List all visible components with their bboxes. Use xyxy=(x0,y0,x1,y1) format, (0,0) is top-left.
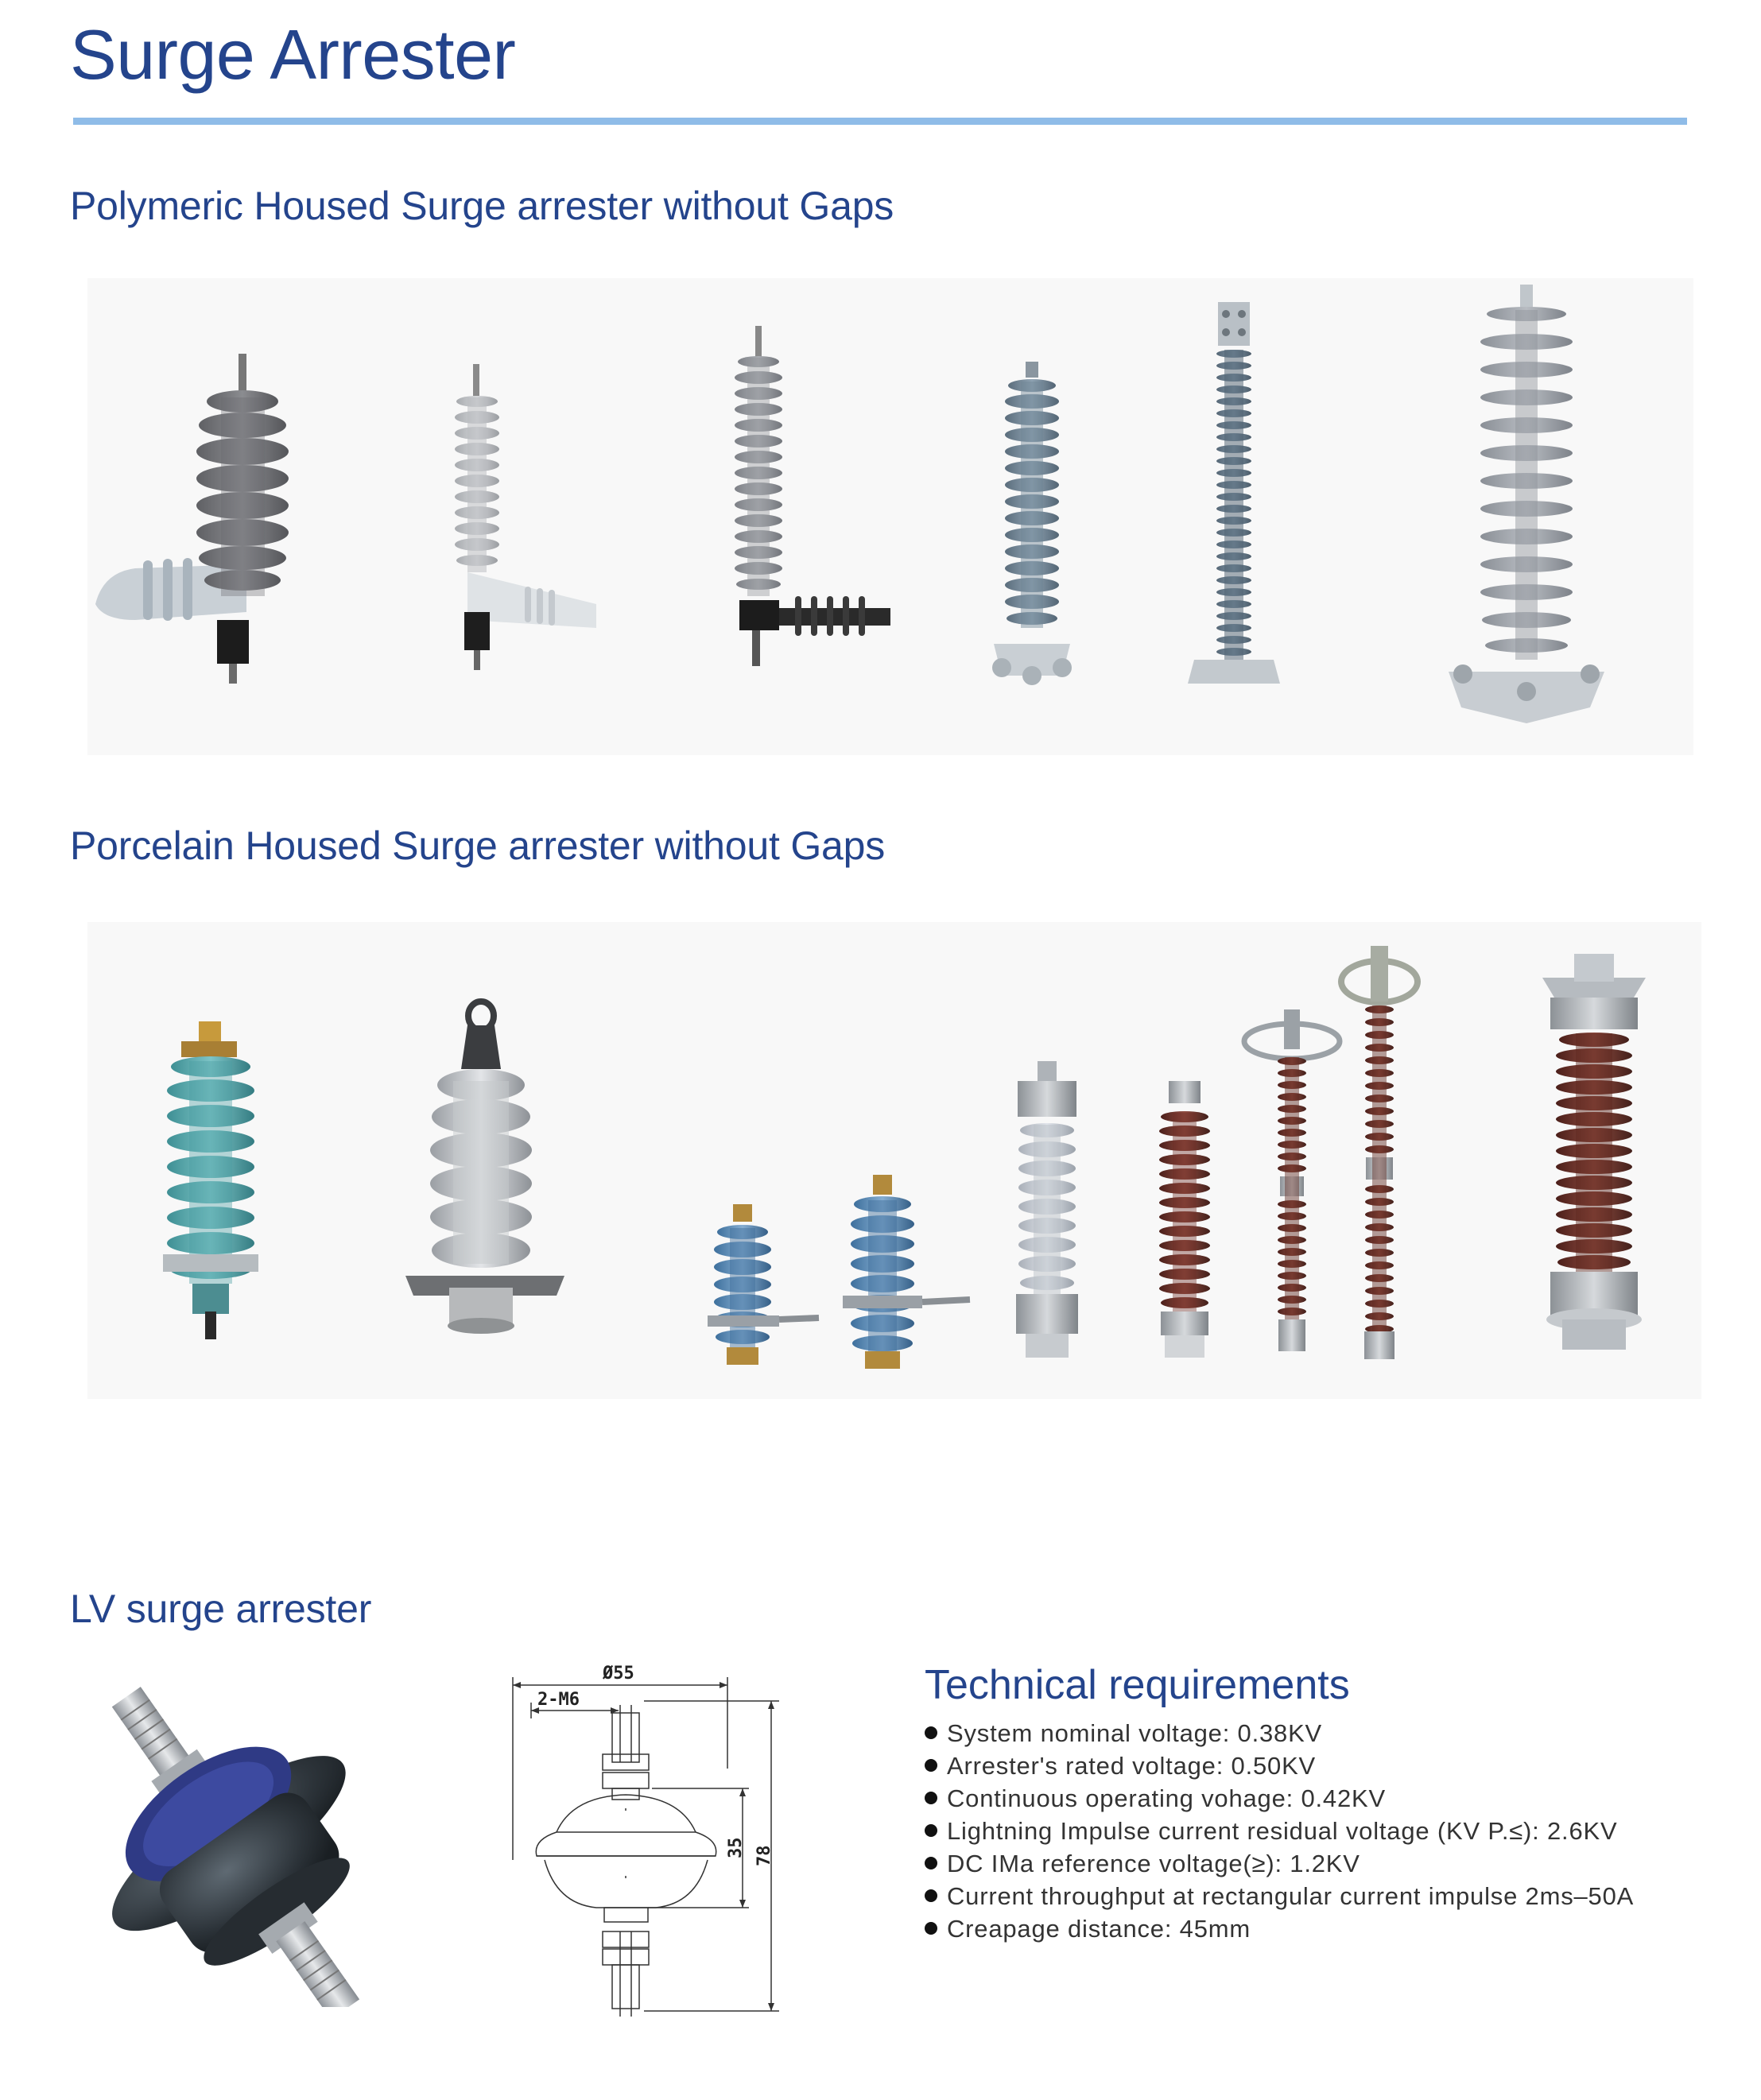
porcelain-product-photos xyxy=(87,922,1701,1399)
polymeric-arrester-5 xyxy=(1188,302,1280,684)
polymeric-arrester-1 xyxy=(95,354,289,684)
bullet-icon xyxy=(925,1823,937,1837)
technical-title: Technical requirements xyxy=(925,1662,1350,1708)
bullet-icon xyxy=(925,1726,937,1739)
requirements-list: System nominal voltage: 0.38KV Arrester'… xyxy=(925,1717,1720,1945)
list-item: Lightning Impulse current residual volta… xyxy=(925,1815,1720,1847)
list-item: Creapage distance: 45mm xyxy=(925,1912,1720,1945)
porcelain-arrester-3 xyxy=(708,1204,820,1365)
porcelain-arrester-9 xyxy=(1542,954,1646,1350)
polymeric-arrester-3 xyxy=(735,326,890,666)
polymeric-arrester-6 xyxy=(1449,285,1604,723)
porcelain-arrester-8 xyxy=(1338,946,1421,1359)
list-item: Current throughput at rectangular curren… xyxy=(925,1880,1720,1912)
polymeric-product-photos xyxy=(87,278,1693,755)
bullet-icon xyxy=(925,1791,937,1804)
height-total-label: 78 xyxy=(754,1846,774,1867)
porcelain-arrester-4 xyxy=(843,1175,971,1369)
page-title: Surge Arrester xyxy=(70,15,516,94)
list-item: DC IMa reference voltage(≥): 1.2KV xyxy=(925,1847,1720,1880)
bullet-icon xyxy=(925,1921,937,1935)
porcelain-arrester-1 xyxy=(163,1021,258,1339)
porcelain-arrester-7 xyxy=(1241,1009,1343,1351)
porcelain-heading: Porcelain Housed Surge arrester without … xyxy=(70,823,886,868)
list-item: Continuous operating vohage: 0.42KV xyxy=(925,1782,1720,1815)
lv-arrester-photo xyxy=(68,1673,386,2007)
diameter-label: Ø55 xyxy=(602,1664,634,1683)
lv-heading: LV surge arrester xyxy=(70,1587,372,1631)
polymeric-arrester-4 xyxy=(992,362,1072,685)
porcelain-arrester-5 xyxy=(1016,1061,1078,1358)
height-inner-label: 35 xyxy=(726,1838,746,1859)
thread-label: 2-M6 xyxy=(537,1690,580,1710)
list-item: System nominal voltage: 0.38KV xyxy=(925,1717,1720,1749)
lv-dimension-drawing: Ø55 2-M6 35 78 xyxy=(501,1661,803,2027)
bullet-icon xyxy=(925,1856,937,1869)
polymeric-arrester-2 xyxy=(455,364,596,670)
bullet-icon xyxy=(925,1889,937,1902)
porcelain-arrester-2 xyxy=(405,998,564,1334)
title-divider xyxy=(73,118,1687,125)
porcelain-arrester-6 xyxy=(1159,1081,1210,1358)
technical-requirements: Technical requirements System nominal vo… xyxy=(925,1661,1720,1945)
list-item: Arrester's rated voltage: 0.50KV xyxy=(925,1749,1720,1782)
polymeric-heading: Polymeric Housed Surge arrester without … xyxy=(70,184,894,228)
bullet-icon xyxy=(925,1758,937,1772)
